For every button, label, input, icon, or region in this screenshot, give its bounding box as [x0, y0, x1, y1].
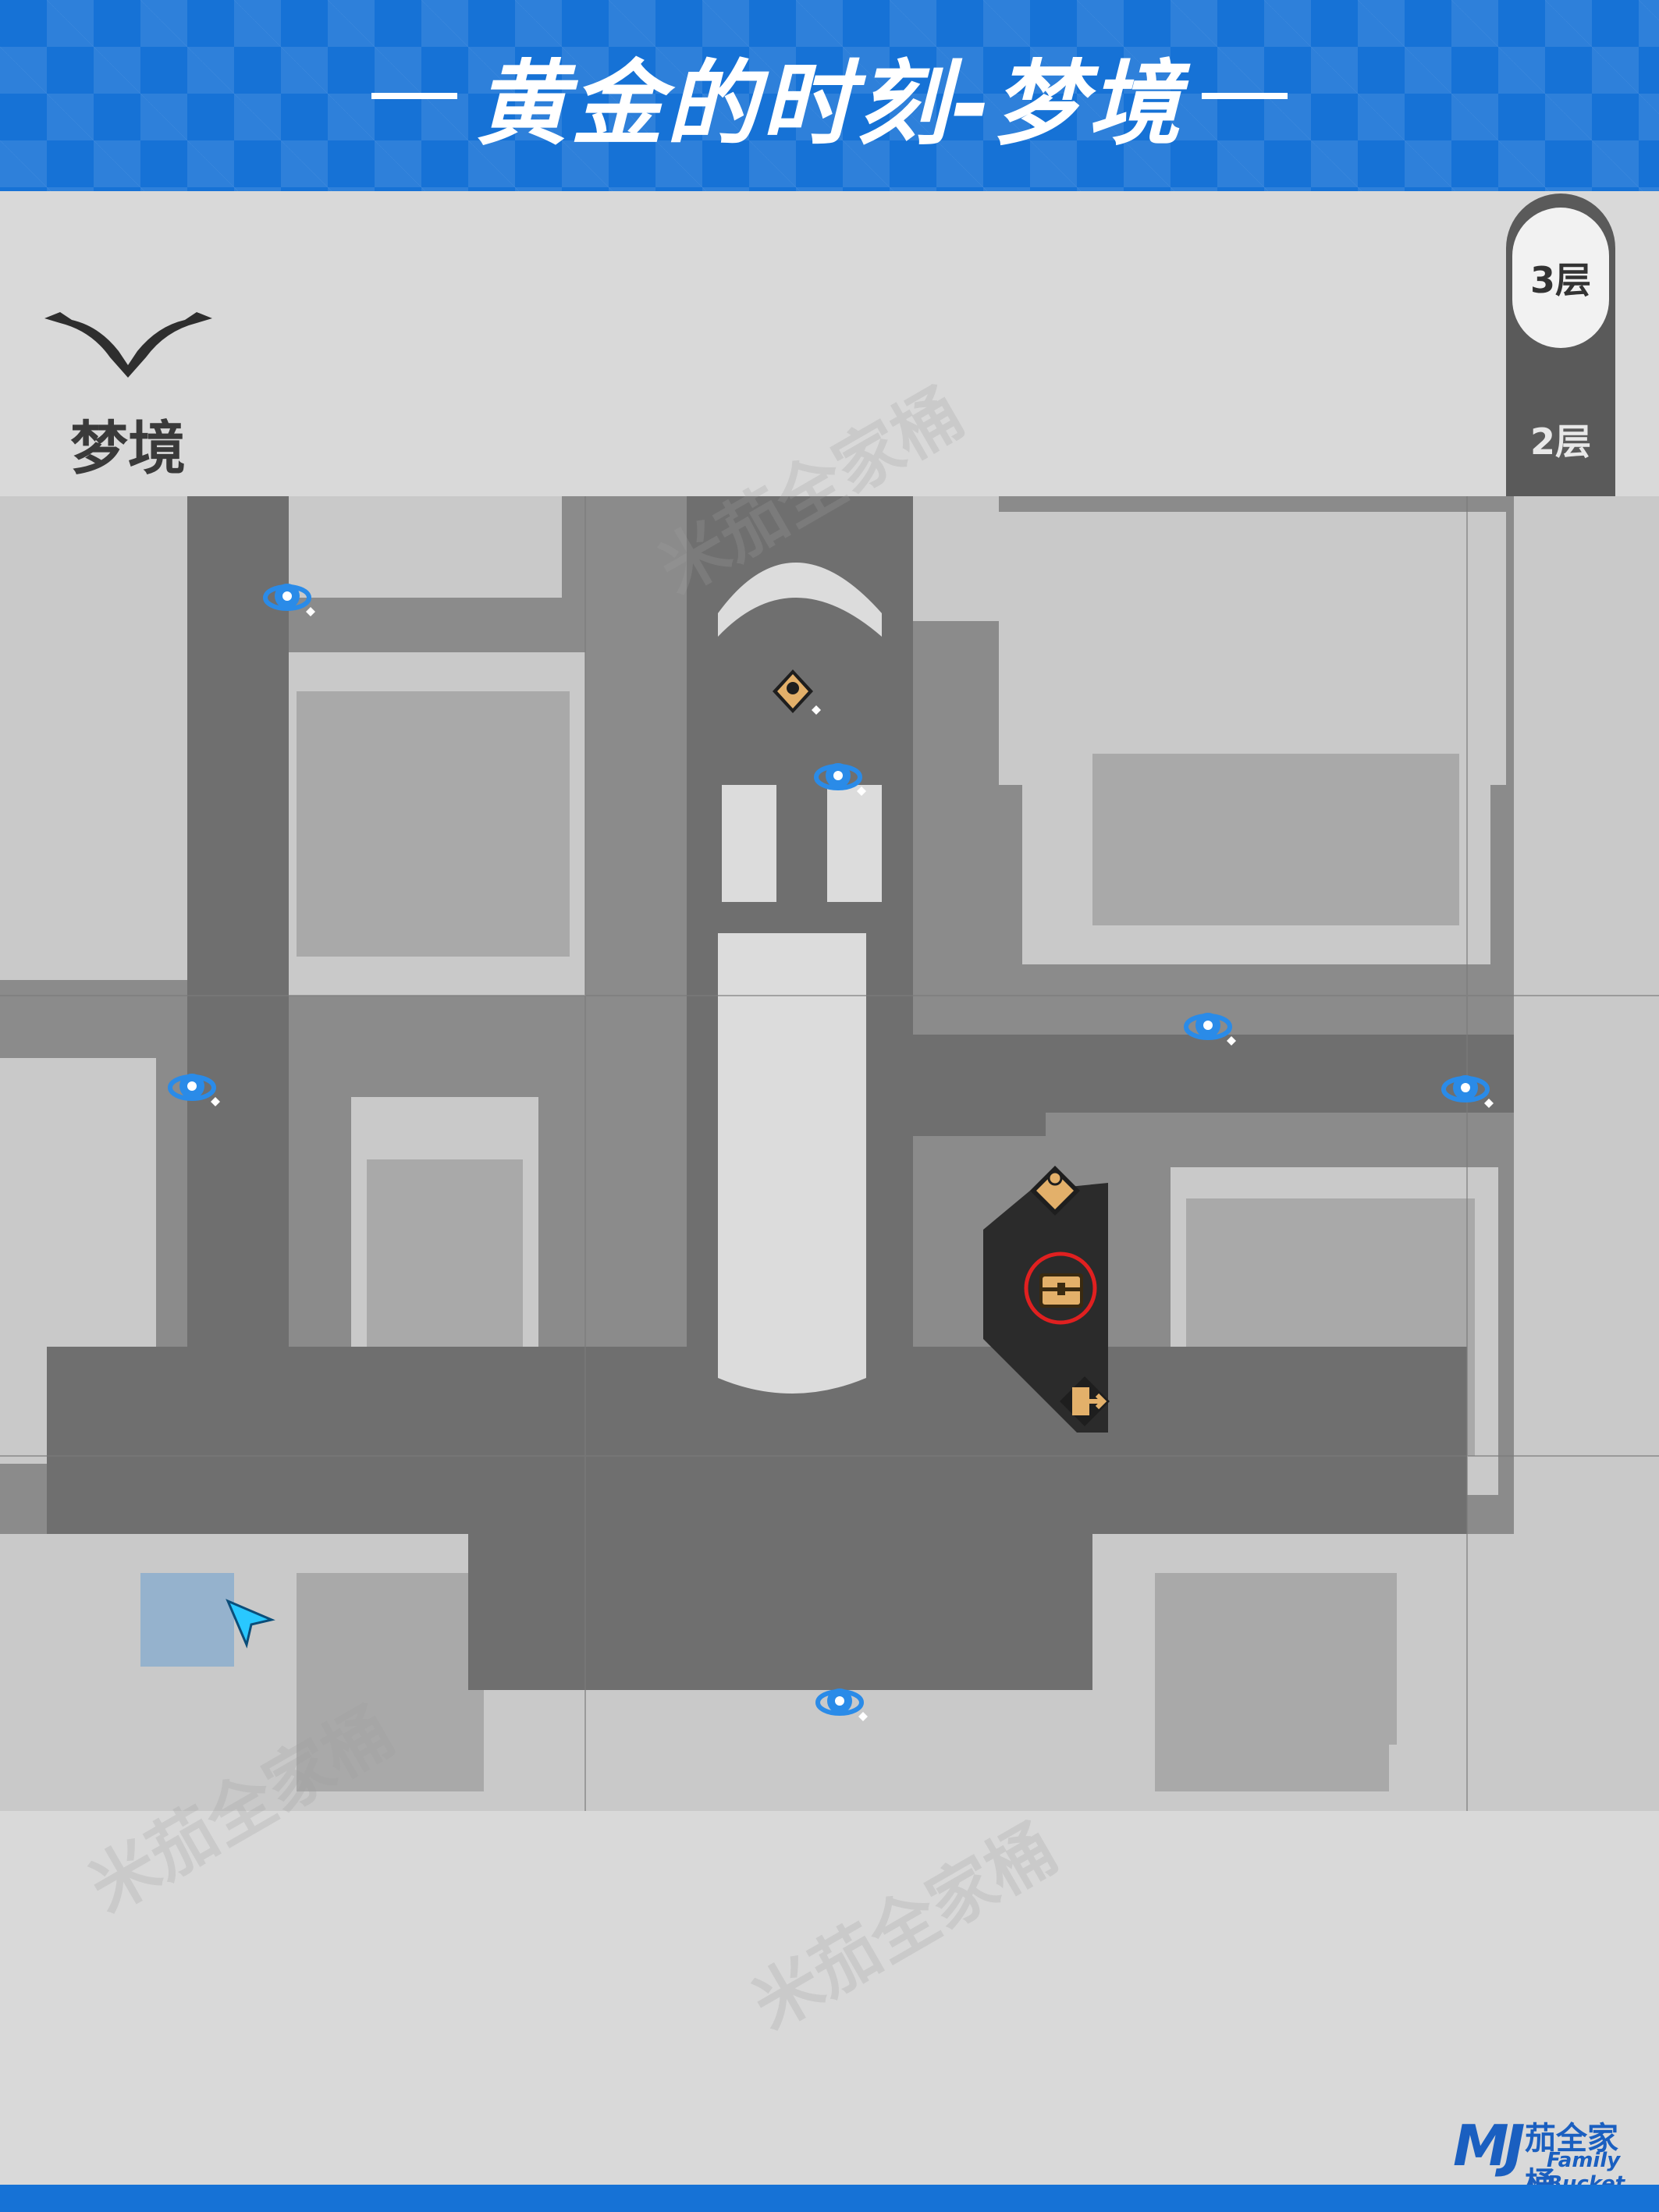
space-anchor-icon[interactable]	[810, 746, 872, 808]
watermark: 米茄全家桶	[740, 1809, 1070, 2045]
space-anchor-icon[interactable]	[259, 566, 321, 629]
player-arrow-icon	[226, 1599, 275, 1649]
region-name: 梦境	[70, 415, 186, 482]
wing-emblem-icon	[44, 312, 212, 378]
space-anchor-icon[interactable]	[1437, 1058, 1500, 1120]
brand-logo: MJ 茄全家桶 Family Bucket	[1453, 2113, 1648, 2202]
logo-mark: MJ	[1453, 2113, 1525, 2178]
title-banner: 黄金的时刻-梦境	[0, 0, 1659, 191]
treasure-chest-icon[interactable]	[1032, 1259, 1094, 1322]
quest-npc-icon[interactable]	[765, 663, 827, 726]
exit-door-icon[interactable]	[1053, 1370, 1116, 1433]
space-anchor-icon[interactable]	[164, 1056, 226, 1119]
chest-highlight-ring	[1024, 1252, 1097, 1325]
page-title: 黄金的时刻-梦境	[475, 50, 1184, 158]
floor-2-button[interactable]: 2层	[1529, 421, 1591, 463]
space-anchor-icon[interactable]	[1180, 996, 1242, 1058]
floor-3-button[interactable]: 3层	[1512, 208, 1609, 348]
puzzle-piece-icon[interactable]	[1024, 1159, 1086, 1222]
map-view[interactable]	[0, 496, 1659, 1811]
footer-band	[0, 2185, 1659, 2212]
map-terrain	[0, 496, 1659, 1811]
title-decor-right	[1202, 92, 1288, 99]
title-decor-left	[371, 92, 457, 99]
space-anchor-icon[interactable]	[812, 1671, 874, 1734]
